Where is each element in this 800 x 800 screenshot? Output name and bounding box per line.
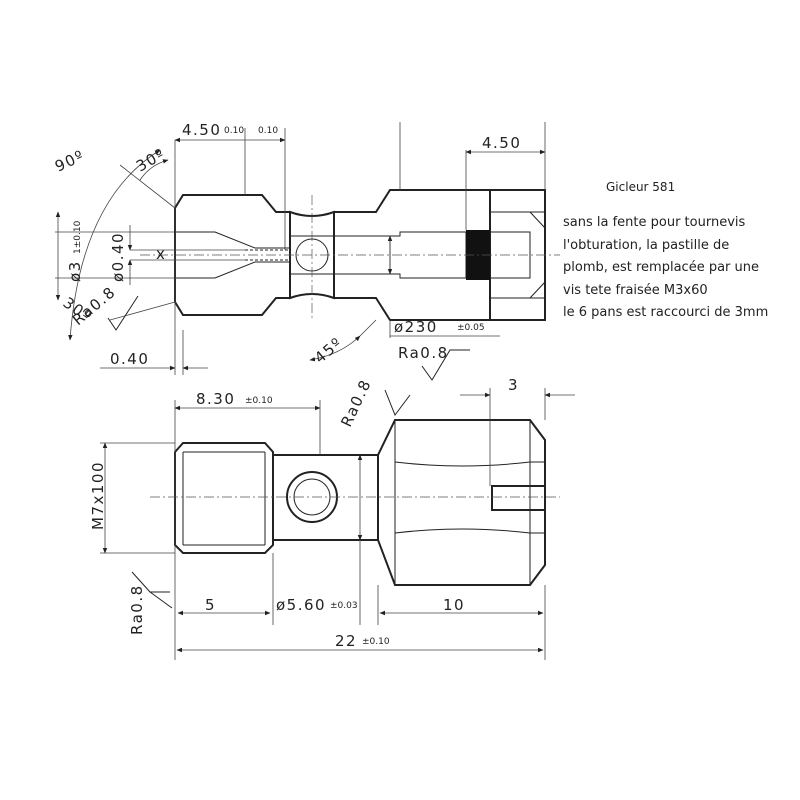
angle-30-top: 30º — [133, 145, 169, 176]
note-line: plomb, est remplacée par une — [563, 260, 759, 275]
note-line: sans la fente pour tournevis — [563, 215, 746, 230]
tol-230: ±0.05 — [457, 323, 485, 333]
threaded-section — [174, 442, 274, 554]
hex-section — [377, 419, 546, 586]
dim-010: 0.10 — [258, 126, 278, 136]
angle-45: 45º — [311, 334, 346, 367]
x-mark: x — [156, 245, 166, 263]
drawing-title: Gicleur 581 — [606, 180, 676, 194]
surface-ra08-chamfer: Ra0.8 — [337, 376, 375, 430]
neck-section — [272, 454, 379, 541]
note-line: vis tete fraisée M3x60 — [563, 282, 708, 298]
tol-310: 1±0.10 — [73, 220, 83, 254]
bottom-dimensions: 8.30 ±0.10 Ra0.8 3 M7x100 Ra0.8 5 ø5.60 … — [89, 376, 575, 660]
surface-ra08-mid: Ra0.8 — [398, 344, 449, 362]
tol-450-left: 0.10 — [224, 126, 244, 136]
thread-m7: M7x100 — [89, 461, 107, 530]
drawing-notes: sans la fente pour tournevis l'obturatio… — [563, 212, 768, 325]
bottom-exterior-view — [150, 419, 560, 586]
dim-10: 10 — [443, 596, 465, 614]
tol-830: ±0.10 — [245, 396, 273, 406]
dia-310: ø3 — [66, 260, 84, 282]
dim-22: 22 — [335, 632, 357, 650]
dim-3: 3 — [508, 376, 519, 394]
dim-450-left: 4.50 — [182, 121, 221, 139]
dia-040-small: ø0.40 — [109, 232, 127, 282]
dim-830: 8.30 — [196, 390, 235, 408]
dim-450-right: 4.50 — [482, 134, 521, 152]
note-line: le 6 pans est raccourci de 3mm — [563, 305, 769, 320]
dim-5: 5 — [205, 596, 216, 614]
tol-22: ±0.10 — [362, 637, 390, 647]
top-section-view — [140, 189, 560, 321]
dia-230: ø230 — [394, 318, 438, 336]
dia-560: ø5.60 — [276, 596, 326, 614]
screwdriver-slot — [491, 485, 545, 511]
angle-90: 90º — [52, 146, 87, 175]
dim-040-bottom: 0.40 — [110, 350, 149, 368]
tol-560: ±0.03 — [330, 601, 358, 611]
note-line: l'obturation, la pastille de — [563, 237, 730, 253]
surface-ra08-bottom: Ra0.8 — [128, 584, 146, 635]
